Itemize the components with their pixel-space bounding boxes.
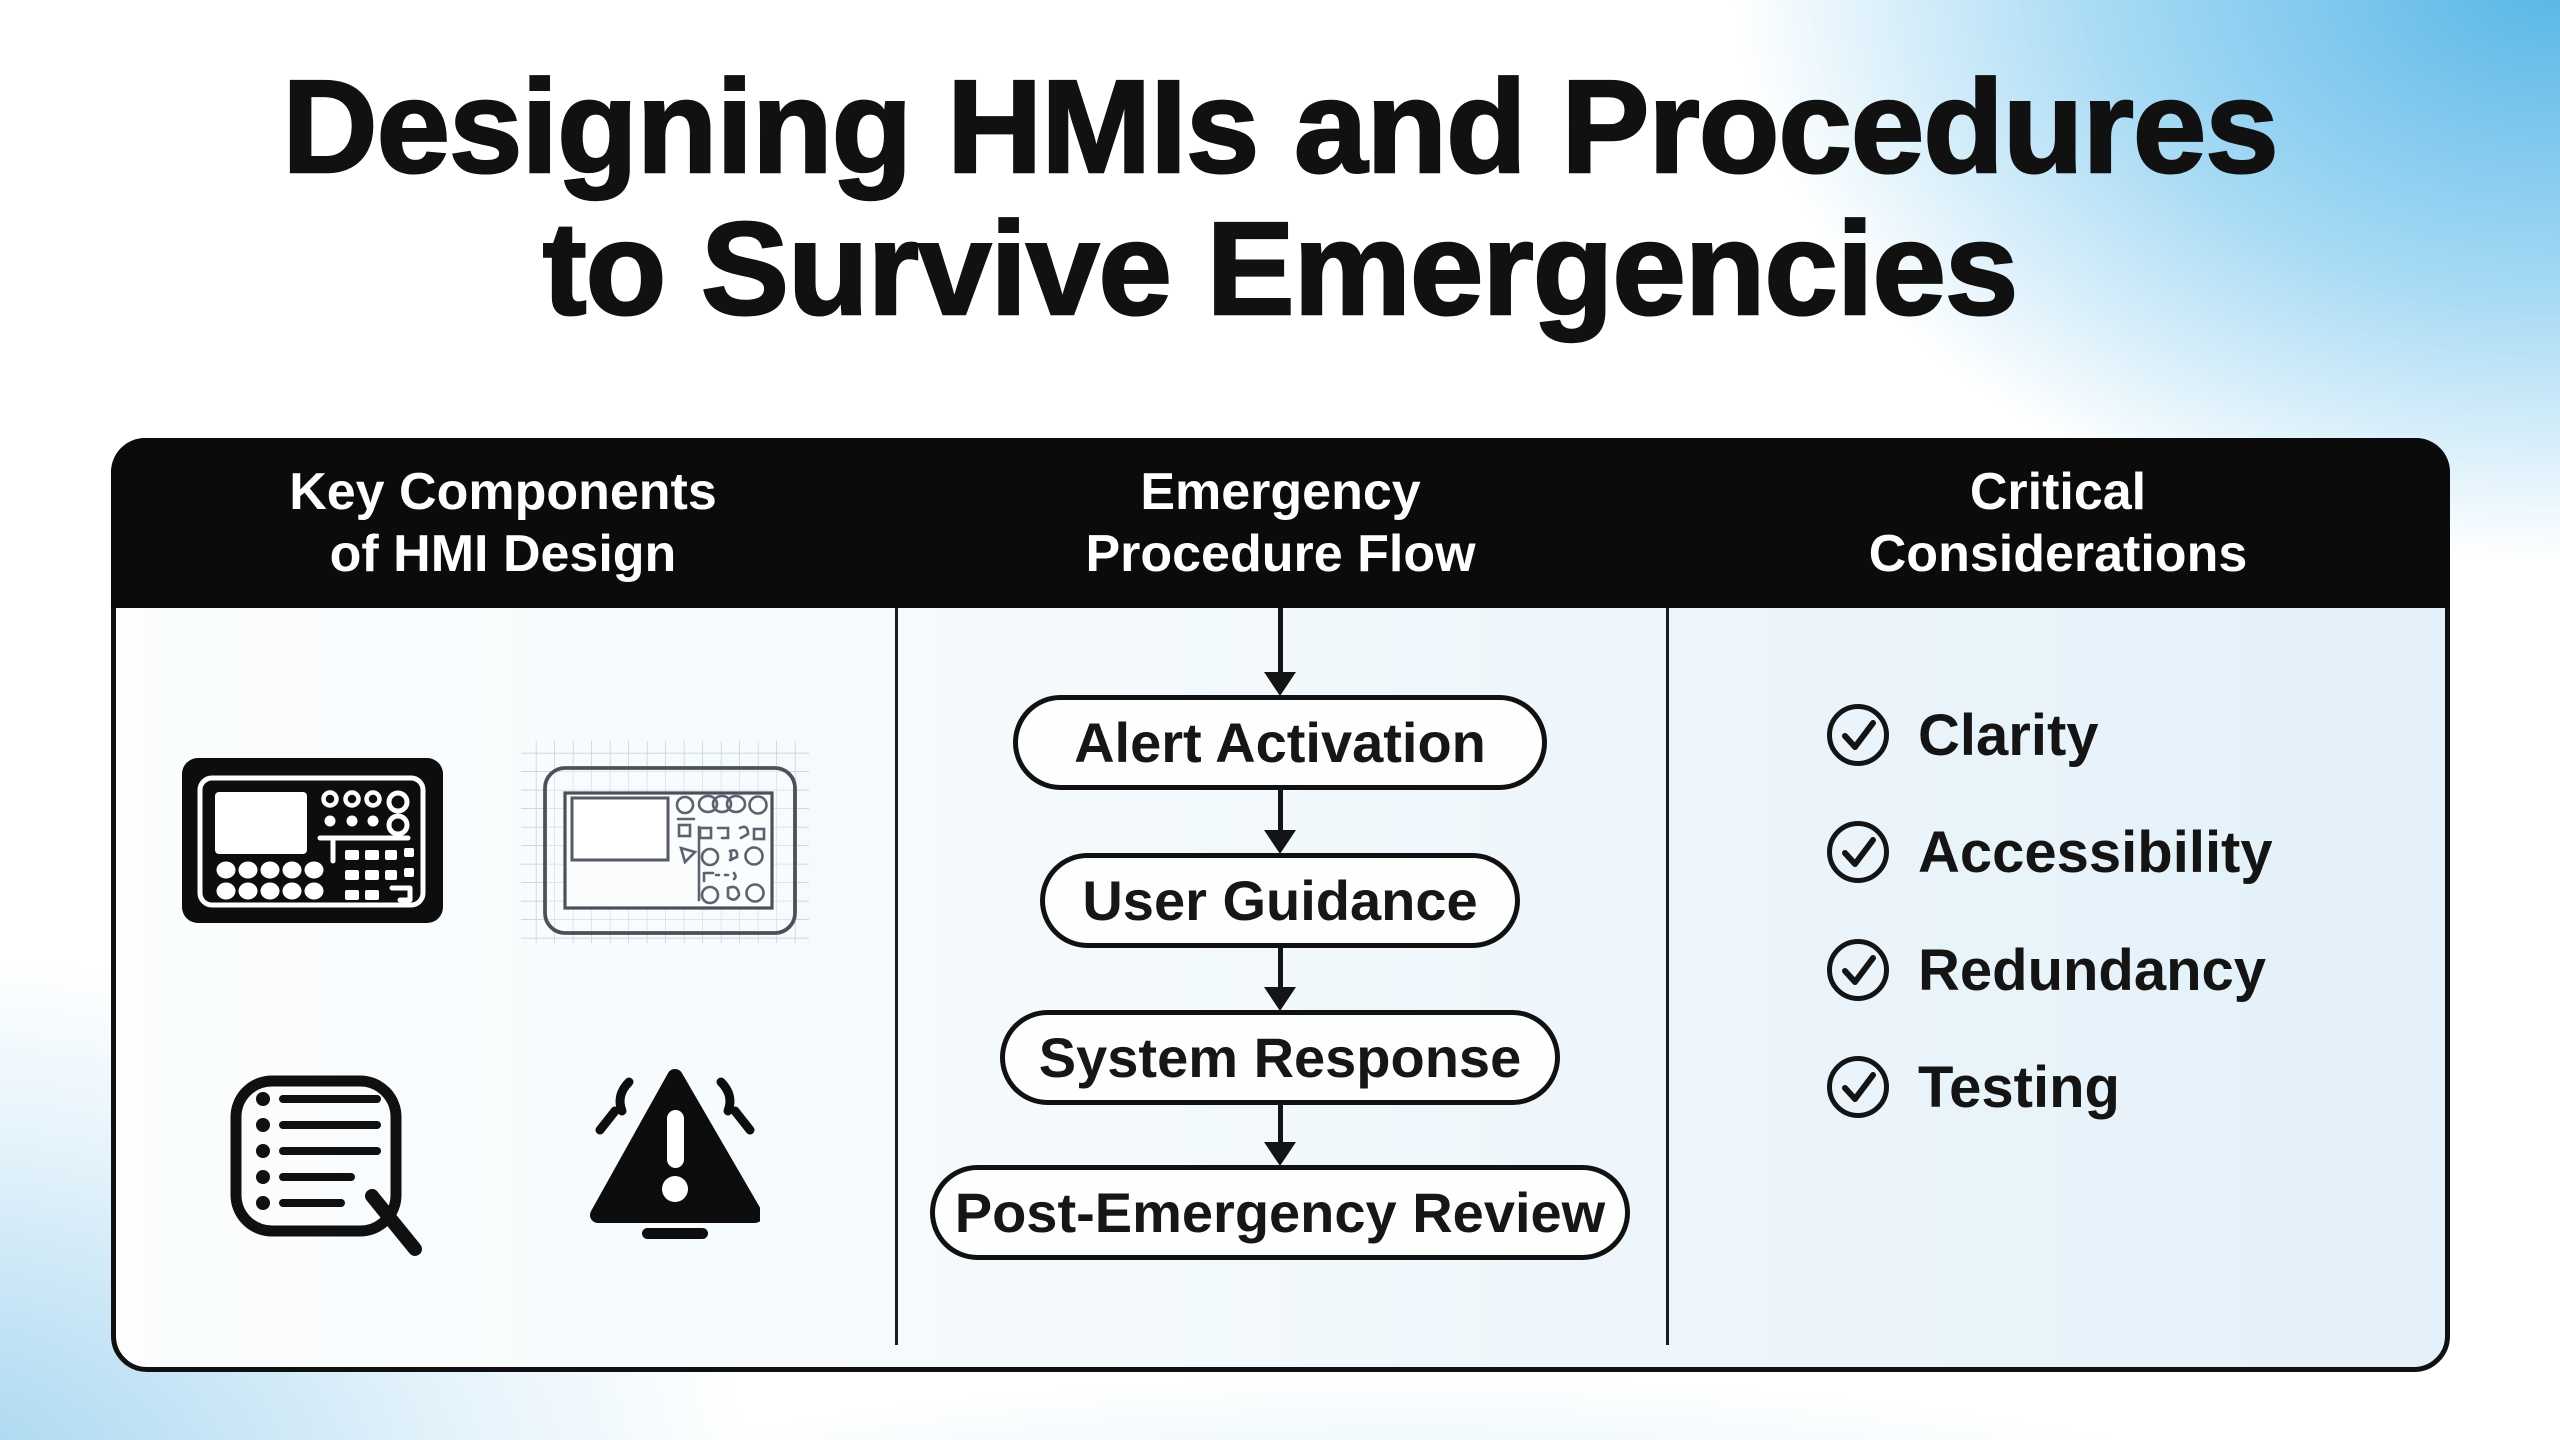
page-title-line2: to Survive Emergencies	[541, 195, 2019, 342]
consideration-label: Testing	[1918, 1054, 2120, 1120]
flow-step-user-guidance: User Guidance	[1040, 853, 1520, 948]
flow-step-alert-activation: Alert Activation	[1013, 695, 1547, 790]
check-circle-icon	[1827, 704, 1889, 766]
check-circle-icon	[1827, 1056, 1889, 1118]
consideration-label: Accessibility	[1918, 819, 2273, 885]
header-cell-procedure-flow: Emergency Procedure Flow	[895, 438, 1666, 608]
consideration-item: Accessibility	[1825, 819, 2273, 885]
hmi-panel-wireframe-sketch-icon	[518, 735, 812, 953]
flow-arrow-down-icon	[1264, 948, 1296, 1011]
column-divider	[895, 608, 898, 1345]
check-circle-icon	[1827, 939, 1889, 1001]
page-title: Designing HMIs and Procedures to Survive…	[0, 53, 2560, 342]
header-text: Considerations	[1868, 525, 2248, 583]
flow-arrow-down-icon	[1264, 608, 1296, 696]
table-header-bar: Key Components of HMI Design Emergency P…	[111, 438, 2450, 608]
checklist-magnifier-icon	[225, 1070, 425, 1265]
consideration-label: Clarity	[1918, 702, 2099, 768]
header-cell-key-components: Key Components of HMI Design	[111, 438, 895, 608]
infographic-table: Key Components of HMI Design Emergency P…	[111, 438, 2450, 1372]
table-body: Alert Activation User Guidance System Re…	[111, 608, 2450, 1372]
consideration-item: Clarity	[1825, 702, 2099, 768]
flow-arrow-down-icon	[1264, 790, 1296, 854]
flow-step-system-response: System Response	[1000, 1010, 1560, 1105]
consideration-item: Testing	[1825, 1054, 2120, 1120]
header-text: Key Components	[289, 463, 717, 521]
page-title-line1: Designing HMIs and Procedures	[281, 53, 2280, 200]
header-text: Emergency	[1140, 463, 1421, 521]
flow-step-post-emergency-review: Post-Emergency Review	[930, 1165, 1630, 1260]
consideration-label: Redundancy	[1918, 937, 2267, 1003]
hmi-panel-solid-icon	[182, 758, 443, 928]
consideration-item: Redundancy	[1825, 937, 2266, 1003]
header-text: Critical	[1969, 463, 2147, 521]
header-text: Procedure Flow	[1085, 525, 1476, 583]
header-text: of HMI Design	[329, 525, 677, 583]
warning-alert-icon	[590, 1062, 763, 1247]
flow-arrow-down-icon	[1264, 1105, 1296, 1166]
column-divider	[1666, 608, 1669, 1345]
check-circle-icon	[1827, 821, 1889, 883]
header-cell-critical-considerations: Critical Considerations	[1666, 438, 2450, 608]
